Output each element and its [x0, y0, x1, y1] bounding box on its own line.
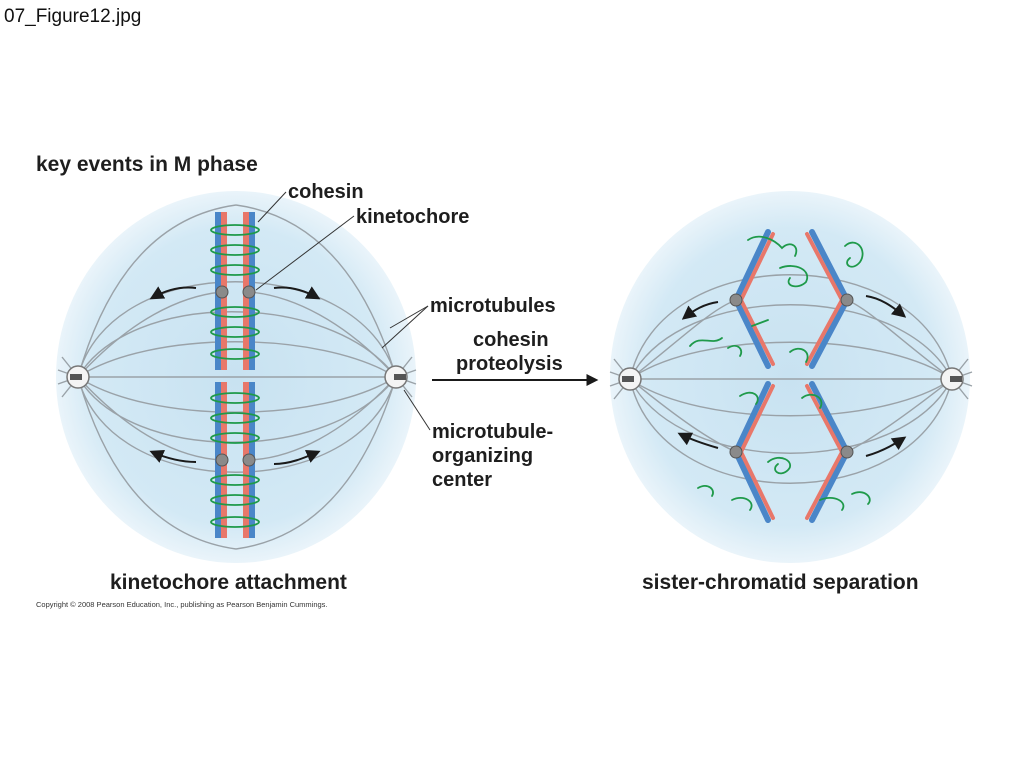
- mtoc-leader: [403, 389, 431, 431]
- cleaved-cohesin-fragments: [689, 235, 871, 511]
- microtubules-label: microtubules: [430, 295, 556, 317]
- left-caption: kinetochore attachment: [110, 571, 347, 594]
- right-pull-arrows: [677, 295, 907, 457]
- kinetochore-marker: [729, 293, 743, 307]
- copyright-notice: Copyright © 2008 Pearson Education, Inc.…: [36, 600, 328, 609]
- mtoc-label-line3: center: [432, 469, 492, 491]
- kinetochore-marker: [840, 445, 854, 459]
- left-pole-mtoc: [66, 365, 90, 389]
- right-caption: sister-chromatid separation: [642, 571, 919, 594]
- left-upper-chromosome: [210, 212, 260, 370]
- mtoc-label-line2: organizing: [432, 445, 533, 467]
- microtubules-leader-a: [389, 305, 429, 329]
- right-pole-mtoc: [384, 365, 408, 389]
- microtubules-leader-b: [381, 305, 429, 349]
- kinetochore-marker: [242, 285, 256, 299]
- kinetochore-label: kinetochore: [356, 206, 469, 228]
- right-cell: [609, 191, 973, 563]
- process-label-line1: cohesin: [473, 329, 549, 351]
- kinetochore-marker: [840, 293, 854, 307]
- kinetochore-marker: [242, 453, 256, 467]
- mtoc-label-line1: microtubule-: [432, 421, 553, 443]
- figure-heading: key events in M phase: [36, 153, 258, 176]
- cohesin-leader: [257, 191, 287, 223]
- left-lower-chromosome: [210, 382, 260, 538]
- right-kinetochores: [729, 293, 854, 459]
- cohesin-label: cohesin: [288, 181, 364, 203]
- right-cell-left-pole-mtoc: [618, 367, 642, 391]
- right-cell-right-pole-mtoc: [940, 367, 964, 391]
- leader-lines: [255, 191, 431, 431]
- kinetochore-marker: [215, 453, 229, 467]
- right-spindle-region: [610, 191, 970, 563]
- file-name: 07_Figure12.jpg: [4, 6, 142, 27]
- kinetochore-marker: [729, 445, 743, 459]
- kinetochore-leader: [255, 215, 355, 291]
- left-pull-arrows: [149, 286, 321, 465]
- kinetochore-marker: [215, 285, 229, 299]
- left-cell: [56, 191, 417, 563]
- process-label-line2: proteolysis: [456, 353, 563, 375]
